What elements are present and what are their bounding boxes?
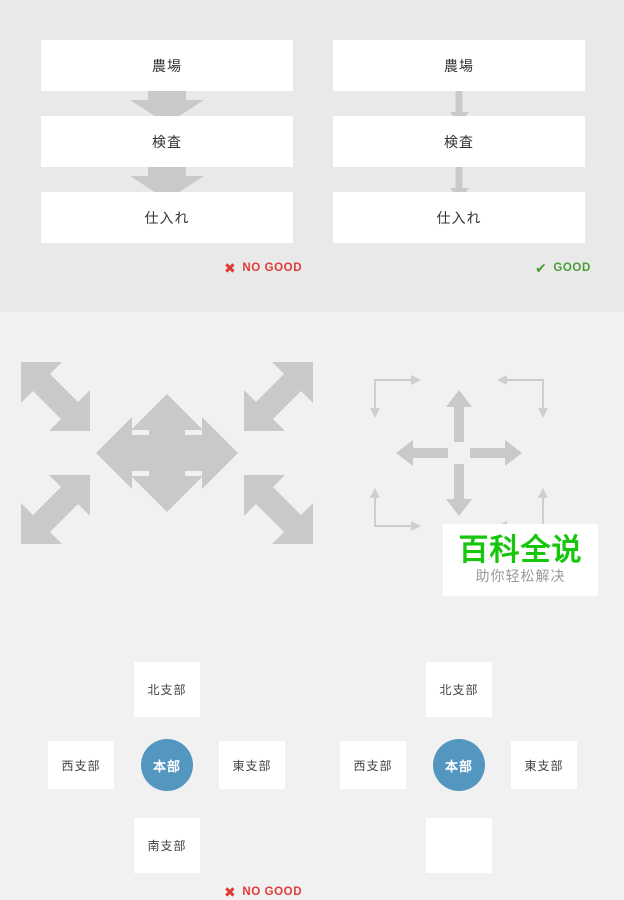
good-org-node-north: 北支部 <box>426 662 492 717</box>
bad-org-cross-arrows <box>96 394 238 512</box>
bad-org-node-north-label: 北支部 <box>147 683 187 697</box>
cross-icon: ✖ <box>224 260 237 276</box>
good-org-node-west: 西支部 <box>340 741 406 789</box>
bad-org-node-west-label: 西支部 <box>61 758 101 773</box>
bad-flow-step-3-label: 仕入れ <box>144 209 190 226</box>
check-icon: ✔ <box>535 260 548 276</box>
bad-org-node-north: 北支部 <box>134 662 200 717</box>
good-flow-step-2-label: 検査 <box>444 133 474 150</box>
bottom-bad-verdict-label: NO GOOD <box>242 886 303 898</box>
bad-flow-step-1: 農場 <box>41 40 293 91</box>
cross-icon: ✖ <box>224 884 237 900</box>
bad-org-hub-label: 本部 <box>152 758 181 774</box>
bad-org-node-east-label: 東支部 <box>232 758 272 773</box>
good-org-node-north-label: 北支部 <box>439 683 479 697</box>
good-flow-step-1: 農場 <box>333 40 585 91</box>
bad-org-hub: 本部 <box>141 739 193 791</box>
bad-flow-step-2-label: 検査 <box>152 133 182 150</box>
good-flow-step-3: 仕入れ <box>333 192 585 243</box>
top-good-verdict-label: GOOD <box>553 262 591 274</box>
top-bad-verdict: ✖ NO GOOD <box>224 261 302 275</box>
good-org-cross-arrows <box>396 390 522 516</box>
bad-flow-step-3: 仕入れ <box>41 192 293 243</box>
watermark-title: 百科全说 <box>458 533 583 568</box>
section-flow-comparison: 農場 検査 仕入れ 農場 検査 仕入れ ✖ NO GOOD ✔ GOOD <box>0 0 624 312</box>
bad-flow-step-2: 検査 <box>41 116 293 167</box>
good-org-elbow-connectors <box>370 375 548 531</box>
watermark-subtitle: 助你轻松解决 <box>475 569 566 585</box>
watermark: 百科全说 助你轻松解决 <box>443 524 598 596</box>
bad-org-node-east: 東支部 <box>219 741 285 789</box>
top-good-verdict: ✔ GOOD <box>535 261 591 275</box>
bottom-bad-verdict: ✖ NO GOOD <box>224 885 302 899</box>
good-flow-step-2: 検査 <box>333 116 585 167</box>
good-flow-step-1-label: 農場 <box>444 57 474 74</box>
top-bad-verdict-label: NO GOOD <box>242 262 303 274</box>
bad-org-node-west: 西支部 <box>48 741 114 789</box>
good-org-hub-label: 本部 <box>444 758 473 774</box>
good-flow-step-3-label: 仕入れ <box>436 209 482 226</box>
bad-flow-step-1-label: 農場 <box>152 57 182 74</box>
good-org-node-south <box>426 818 492 873</box>
good-org-hub: 本部 <box>433 739 485 791</box>
good-org-node-east: 東支部 <box>511 741 577 789</box>
bad-org-node-south: 南支部 <box>134 818 200 873</box>
bad-org-node-south-label: 南支部 <box>147 839 187 853</box>
good-org-node-west-label: 西支部 <box>353 758 393 773</box>
good-org-node-east-label: 東支部 <box>524 758 564 773</box>
bad-org-diagonal-arrows <box>21 362 313 544</box>
